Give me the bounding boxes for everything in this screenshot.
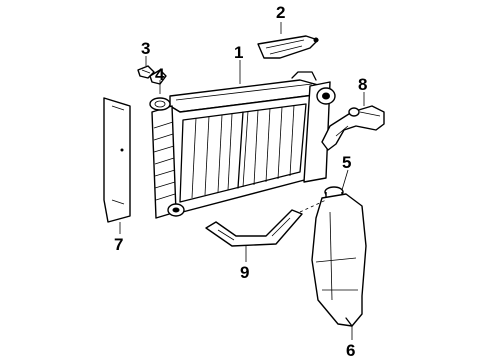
callout-6: 6 [346,341,355,360]
side-air-baffle [103,97,131,223]
callout-2: 2 [276,3,285,22]
upper-radiator-shield [257,35,319,59]
callout-1: 1 [234,43,243,62]
callout-3: 3 [141,39,150,58]
lower-radiator-hose [205,209,303,247]
radiator-assembly [149,71,336,219]
callout-7: 7 [114,235,123,254]
callout-9: 9 [240,263,249,282]
callout-8: 8 [358,75,367,94]
callout-5: 5 [342,153,351,172]
leader-lines [119,22,365,340]
side-tank-ribs [153,121,176,201]
callout-4: 4 [155,65,165,84]
bracket-part [149,69,167,85]
upper-radiator-hose [321,105,385,151]
coolant-reservoir [311,193,367,327]
radiator-fins [191,104,295,199]
